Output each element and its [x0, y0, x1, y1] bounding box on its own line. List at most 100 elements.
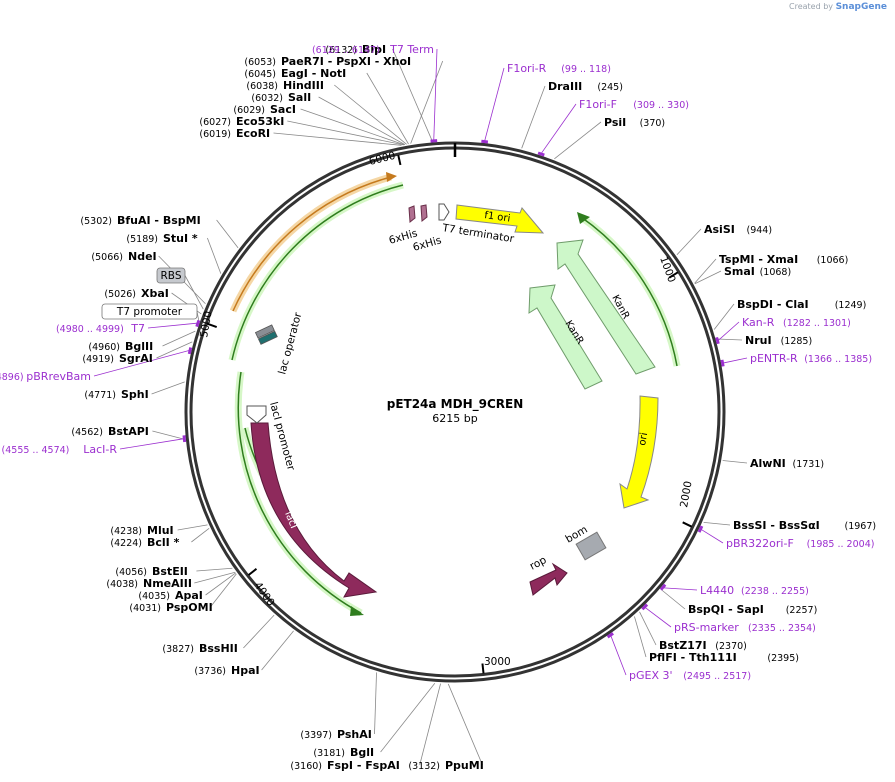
site-position: (3736): [194, 666, 226, 677]
site-name: SalI: [288, 91, 311, 104]
site-position: (1066): [817, 255, 849, 266]
restriction-site-label[interactable]: (4562)BstAPI: [71, 425, 148, 438]
restriction-site-label[interactable]: (5302)BfuAI - BspMI: [80, 214, 200, 227]
restriction-site-label[interactable]: (5189)StuI *: [126, 232, 198, 245]
restriction-site-label[interactable]: (6032)SalI: [251, 91, 311, 104]
site-name: BlpI: [362, 43, 386, 56]
box-text: RBS: [161, 270, 182, 282]
site-leader-line: [243, 614, 275, 649]
primer-name: L4440: [700, 584, 734, 597]
scale-tick-label: 1000: [657, 255, 677, 284]
restriction-site-label[interactable]: (1731)AlwNI: [750, 457, 824, 470]
site-position: (6019): [199, 129, 231, 140]
restriction-site-label[interactable]: (3132)PpuMI: [408, 759, 483, 772]
primer-label[interactable]: LacI-R(4555 .. 4574): [2, 443, 118, 456]
site-position: (5302): [80, 216, 112, 227]
site-leader-line: [194, 571, 236, 584]
site-position: (4224): [110, 538, 142, 549]
restriction-site-label[interactable]: (4238)MluI: [110, 524, 173, 537]
restriction-site-label[interactable]: (2257)BspQI - SapI: [688, 603, 817, 616]
primer-leader-line: [718, 321, 740, 341]
restriction-site-label[interactable]: (1068)SmaI: [724, 265, 791, 278]
primer-range: (4555 .. 4574): [2, 445, 70, 456]
site-leader-line: [162, 330, 196, 347]
primer-label[interactable]: Kan-R(1282 .. 1301): [742, 316, 851, 329]
site-name: BglI: [350, 746, 374, 759]
site-position: (1068): [760, 267, 792, 278]
restriction-site-label[interactable]: (4031)PspOMI: [129, 601, 212, 614]
primer-label[interactable]: L4440 (2238 .. 2255): [700, 584, 809, 597]
restriction-site-label[interactable]: (4919)SgrAI: [82, 352, 152, 365]
restriction-site-label[interactable]: (3736)HpaI: [194, 664, 259, 677]
restriction-site-label[interactable]: (1249)BspDI - ClaI: [737, 298, 866, 311]
restriction-site-label[interactable]: (6029)SacI: [233, 103, 296, 116]
primer-mark: [606, 632, 614, 639]
restriction-site-label[interactable]: (2395)PflFI - Tth111I: [649, 651, 799, 664]
site-name: NruI: [745, 334, 772, 347]
primer-mark: [641, 603, 649, 611]
primer-name: F1ori-F: [579, 98, 617, 111]
site-position: (1731): [793, 459, 825, 470]
restriction-site-label[interactable]: (3397)PshAI: [300, 728, 371, 741]
restriction-site-label[interactable]: (3827)BssHII: [162, 642, 237, 655]
restriction-site-label[interactable]: (4038)NmeAIII: [106, 577, 192, 590]
primer-mark: [537, 151, 545, 157]
site-leader-line: [366, 72, 409, 145]
rbs-box-label[interactable]: RBS: [156, 267, 186, 284]
restriction-site-label[interactable]: (4960)BglII: [88, 340, 153, 353]
primer-label[interactable]: pENTR-R(1366 .. 1385): [750, 352, 872, 365]
site-name: MluI: [147, 524, 174, 537]
primer-label[interactable]: pGEX 3'(2495 .. 2517): [629, 669, 751, 682]
restriction-site-label[interactable]: (5066)NdeI: [91, 250, 156, 263]
site-leader-line: [713, 303, 735, 330]
restriction-site-label[interactable]: (1066)TspMI - XmaI: [719, 253, 848, 266]
primer-label[interactable]: F1ori-F(309 .. 330): [579, 98, 689, 111]
box-leader-line: [184, 275, 204, 310]
plasmid-size: 6215 bp: [432, 412, 477, 425]
site-leader-line: [318, 96, 406, 145]
primer-label[interactable]: F1ori-R(99 .. 118): [507, 62, 611, 75]
primer-leader-line: [645, 607, 672, 628]
primer-label[interactable]: pBR322ori-F(1985 .. 2004): [726, 537, 874, 550]
restriction-site-label[interactable]: (6019)EcoRI: [199, 127, 270, 140]
restriction-site-label[interactable]: (6038)HindIII: [246, 79, 324, 92]
restriction-site-label[interactable]: (2370)BstZ17I: [659, 639, 747, 652]
kanR-inner-arrow: [528, 284, 603, 390]
restriction-site-label[interactable]: (6045)EagI - NotI: [244, 67, 346, 80]
primer-range: (4980 .. 4999): [56, 324, 124, 335]
restriction-site-label[interactable]: (6027)Eco53kI: [199, 115, 284, 128]
restriction-site-label[interactable]: (6132) BlpI: [325, 43, 386, 56]
restriction-site-label[interactable]: (944)AsiSI: [704, 223, 772, 236]
t7-terminator-label: T7 terminator: [441, 222, 516, 245]
primer-mark: [720, 359, 725, 367]
restriction-site-label[interactable]: (370)PsiI: [604, 116, 665, 129]
site-leader-line: [521, 85, 546, 149]
primer-label[interactable]: pBRrevBam(4877 .. 4896): [0, 370, 91, 383]
restriction-site-label[interactable]: (5026)XbaI: [104, 287, 168, 300]
lacI-promoter-arrow: [246, 405, 267, 424]
primer-label[interactable]: pRS-marker(2335 .. 2354): [674, 621, 816, 634]
primer-leader-line: [723, 357, 748, 364]
primer-leader-line: [147, 322, 197, 329]
site-position: (6132): [325, 45, 357, 56]
restriction-site-label[interactable]: (3160)FspI - FspAI: [290, 759, 399, 772]
restriction-site-label[interactable]: (4224)BclI *: [110, 536, 179, 549]
site-leader-line: [210, 573, 237, 608]
primer-range: (2238 .. 2255): [741, 586, 809, 597]
primer-range: (1282 .. 1301): [783, 318, 851, 329]
box: [156, 267, 186, 284]
primer-label[interactable]: T7 Term(6129 .. 6147): [312, 43, 434, 56]
restriction-site-label[interactable]: (1967)BssSI - BssSαI: [733, 519, 876, 532]
restriction-site-label[interactable]: (3181)BglI: [313, 746, 374, 759]
restriction-site-label[interactable]: (6053)PaeR7I - PspXI - XhoI: [244, 55, 411, 68]
restriction-site-label[interactable]: (4056)BstEII: [115, 565, 187, 578]
restriction-site-label[interactable]: (4035)ApaI: [138, 589, 203, 602]
t7-promoter-box-label[interactable]: T7 promoter: [101, 303, 198, 320]
restriction-site-label[interactable]: (1285)NruI: [745, 334, 812, 347]
primer-label[interactable]: T7(4980 .. 4999): [56, 322, 145, 335]
restriction-site-label[interactable]: (4771)SphI: [84, 388, 148, 401]
site-leader-line: [410, 60, 444, 144]
site-position: (4038): [106, 579, 138, 590]
restriction-site-label[interactable]: (245)DraIII: [548, 80, 623, 93]
site-position: (5189): [126, 234, 158, 245]
